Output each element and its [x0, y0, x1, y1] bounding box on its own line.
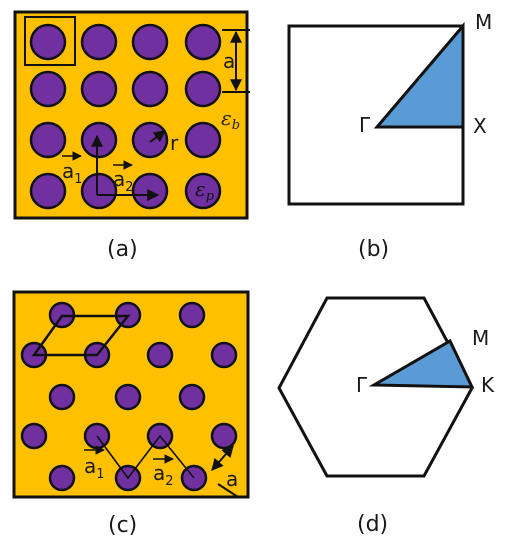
- panel-a-rod: [131, 70, 169, 108]
- panel-c-vector-a2-label: a2: [153, 461, 174, 489]
- panel-a-rod: [184, 23, 222, 61]
- panel-c-dimension-tick: [217, 483, 239, 498]
- panel-a-rods: [29, 23, 222, 210]
- panel-b-point-x: X: [473, 114, 487, 138]
- panel-a-rod: [131, 121, 169, 159]
- panel-a-eps-background: εb: [221, 106, 240, 133]
- panel-a-rod: [131, 23, 169, 61]
- panel-a-rod: [29, 70, 67, 108]
- panel-a-rod: [184, 121, 222, 159]
- panel-d: Γ M K (d): [277, 296, 495, 537]
- panel-c-rod: [114, 383, 142, 411]
- panel-a-lattice-constant-label: a: [223, 49, 235, 73]
- panel-a-caption: (a): [107, 237, 138, 262]
- panel-c-rod: [210, 341, 238, 369]
- panel-a: a εb εp r a1 a2 (a): [13, 10, 250, 262]
- panel-d-caption: (d): [357, 512, 388, 537]
- panel-c-rod: [20, 422, 48, 450]
- panel-a-radius-label: r: [170, 131, 179, 155]
- panel-d-irreducible-zone: [368, 338, 475, 389]
- panel-c-rod: [48, 464, 76, 492]
- panel-c-rod: [178, 301, 206, 329]
- panel-d-point-m: M: [472, 326, 489, 350]
- panel-a-rod: [80, 70, 118, 108]
- panel-c-unit-cell: [31, 314, 131, 357]
- panel-a-eps-rod: εp: [195, 177, 215, 204]
- panel-a-rod: [184, 70, 222, 108]
- panel-c-rod: [48, 383, 76, 411]
- panel-a-rod: [29, 172, 67, 210]
- panel-a-vector-a2-label: a2: [113, 167, 134, 195]
- panel-a-unit-cell: [24, 16, 76, 66]
- panel-a-rod: [80, 172, 118, 210]
- panel-c-vector-a1-label: a1: [84, 454, 105, 482]
- panel-d-point-k: K: [481, 373, 495, 397]
- panel-a-rod: [29, 121, 67, 159]
- panel-c: a1 a2 a (c): [12, 290, 250, 538]
- panel-a-rod: [184, 172, 222, 210]
- panel-c-caption: (c): [108, 513, 137, 538]
- panel-a-rod: [80, 121, 118, 159]
- panel-a-rod: [29, 23, 67, 61]
- panel-c-rod: [210, 422, 238, 450]
- panel-d-point-gamma: Γ: [356, 373, 368, 397]
- panel-c-lattice-constant-label: a: [226, 467, 238, 491]
- panel-b-caption: (b): [358, 237, 389, 262]
- panel-b: Γ X M (b): [287, 10, 492, 262]
- panel-a-vector-a1-label: a1: [62, 159, 83, 187]
- panel-c-rod: [178, 383, 206, 411]
- panel-c-zigzag-path: [96, 434, 195, 480]
- panel-c-rod: [146, 341, 174, 369]
- panel-a-rod: [131, 172, 169, 210]
- panel-a-radius-arrow: [149, 130, 166, 143]
- panel-c-dimension-arrow: [211, 445, 234, 471]
- panel-b-point-m: M: [475, 10, 492, 34]
- panel-b-point-gamma: Γ: [359, 113, 371, 137]
- panel-b-irreducible-zone: [373, 21, 465, 129]
- panel-a-rod: [80, 23, 118, 61]
